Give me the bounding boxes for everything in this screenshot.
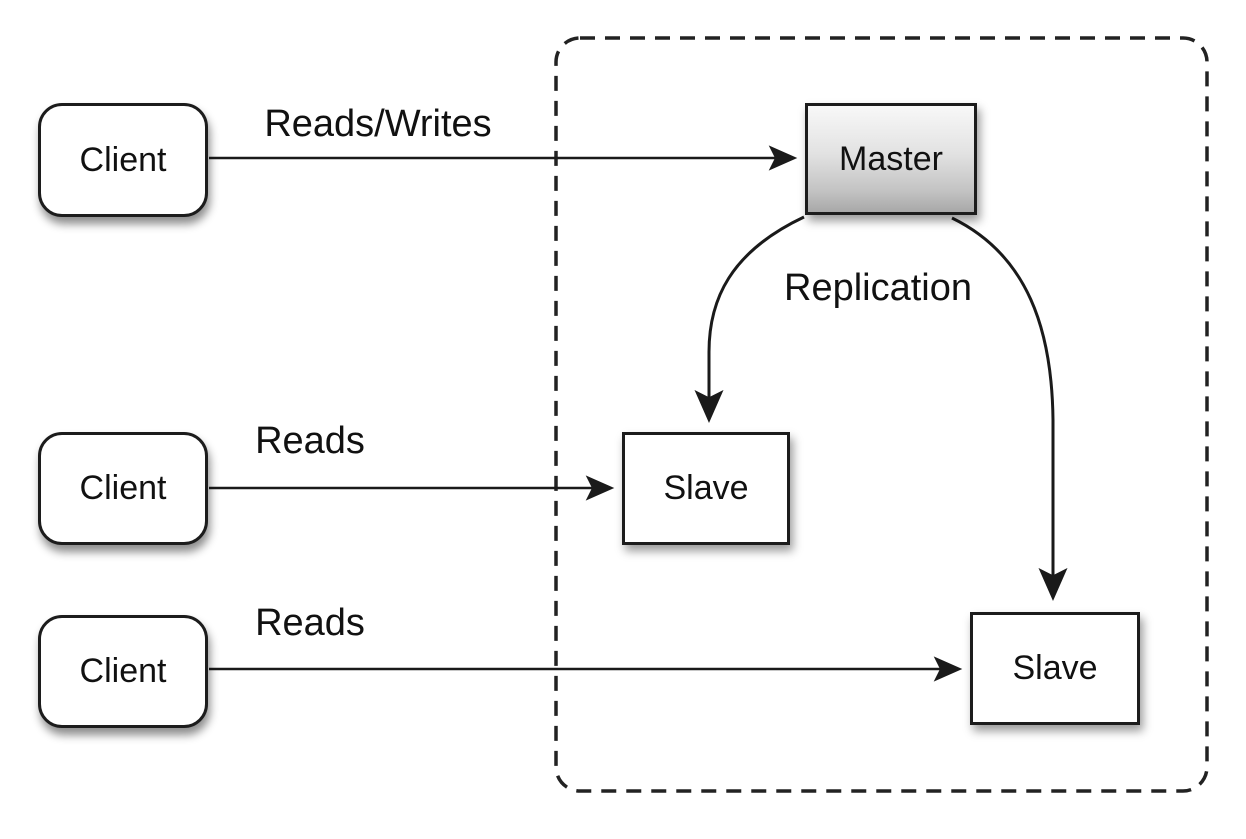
reads-writes-label: Reads/Writes <box>264 103 492 145</box>
client-node-3-label: Client <box>79 652 167 690</box>
master-node-label: Master <box>839 139 943 178</box>
replication-label: Replication <box>784 267 972 309</box>
slave-node-1: Slave <box>622 432 790 545</box>
client-node-1: Client <box>38 103 208 217</box>
replication-arrow-right <box>951 216 1068 601</box>
replication-boundary <box>554 36 1209 793</box>
client-node-3: Client <box>38 615 208 728</box>
reads-label-middle: Reads <box>255 420 365 462</box>
client-node-2-label: Client <box>79 469 167 507</box>
master-node: Master <box>805 103 977 215</box>
reads-label-bottom: Reads <box>255 602 365 644</box>
slave-node-2-label: Slave <box>1012 649 1098 687</box>
client-node-2: Client <box>38 432 208 545</box>
slave-node-2: Slave <box>970 612 1140 725</box>
slave-node-1-label: Slave <box>663 469 749 507</box>
replication-arrow-left <box>694 215 805 423</box>
client-node-1-label: Client <box>79 140 167 179</box>
